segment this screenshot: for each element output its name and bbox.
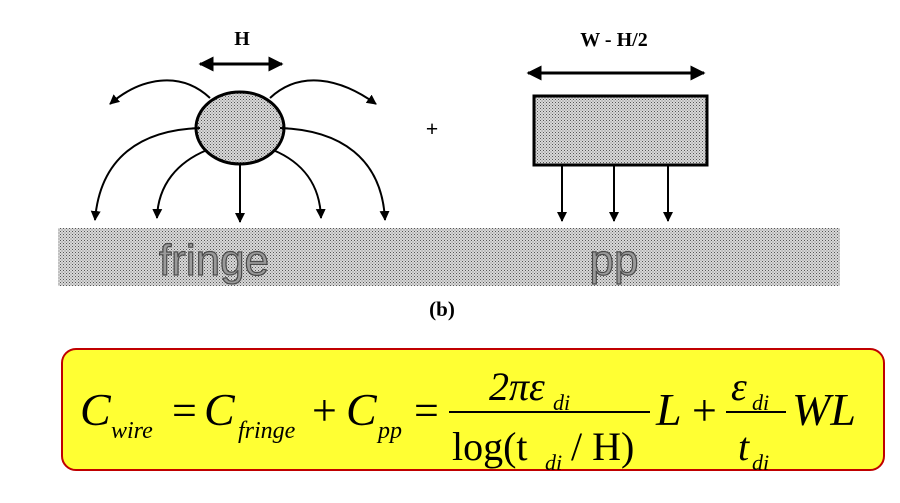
eq-equals-2: =: [414, 386, 439, 435]
label-fringe: fringe: [159, 236, 269, 285]
eq-c-wire: C: [80, 384, 112, 435]
eq-plus-1: +: [312, 386, 337, 435]
eq-frac1-denominator-b: / H): [571, 424, 634, 469]
label-pp: pp: [590, 236, 639, 285]
eq-wl: WL: [792, 384, 856, 435]
eq-plus-2: +: [692, 386, 717, 435]
eq-frac2-denominator-sub: di: [752, 450, 769, 475]
figure-caption-b: (b): [429, 297, 455, 321]
eq-frac2-denominator: t: [738, 424, 750, 469]
eq-c-pp-sub: pp: [376, 418, 402, 444]
eq-frac2-numerator-sub: di: [752, 390, 769, 415]
wire-conductor-rect: [532, 94, 709, 167]
label-w-minus-h-half: W - H/2: [580, 29, 647, 51]
eq-frac1-denominator-a: log(t: [452, 424, 528, 469]
parallel-plate-field-lines: [557, 165, 673, 222]
eq-c-fringe-sub: fringe: [238, 418, 296, 444]
eq-l: L: [655, 384, 682, 435]
wire-conductor-round: [194, 90, 286, 166]
equation-box: [61, 348, 885, 471]
label-plus: +: [426, 116, 439, 141]
substrate-layer: [58, 228, 840, 286]
eq-frac1-numerator-sub: di: [553, 390, 570, 415]
eq-frac2-numerator: ε: [731, 364, 747, 409]
eq-frac1-denominator-sub: di: [545, 450, 562, 475]
wire-capacitance-equation: C wire = C fringe + C pp = 2πε di log(t …: [80, 364, 856, 475]
eq-frac1-numerator: 2πε: [489, 364, 545, 409]
label-h: H: [234, 28, 250, 50]
eq-c-pp: C: [346, 384, 378, 435]
eq-equals-1: =: [172, 386, 197, 435]
eq-c-wire-sub: wire: [111, 418, 153, 444]
eq-c-fringe: C: [204, 384, 236, 435]
fringe-field-lines: [90, 79, 390, 223]
